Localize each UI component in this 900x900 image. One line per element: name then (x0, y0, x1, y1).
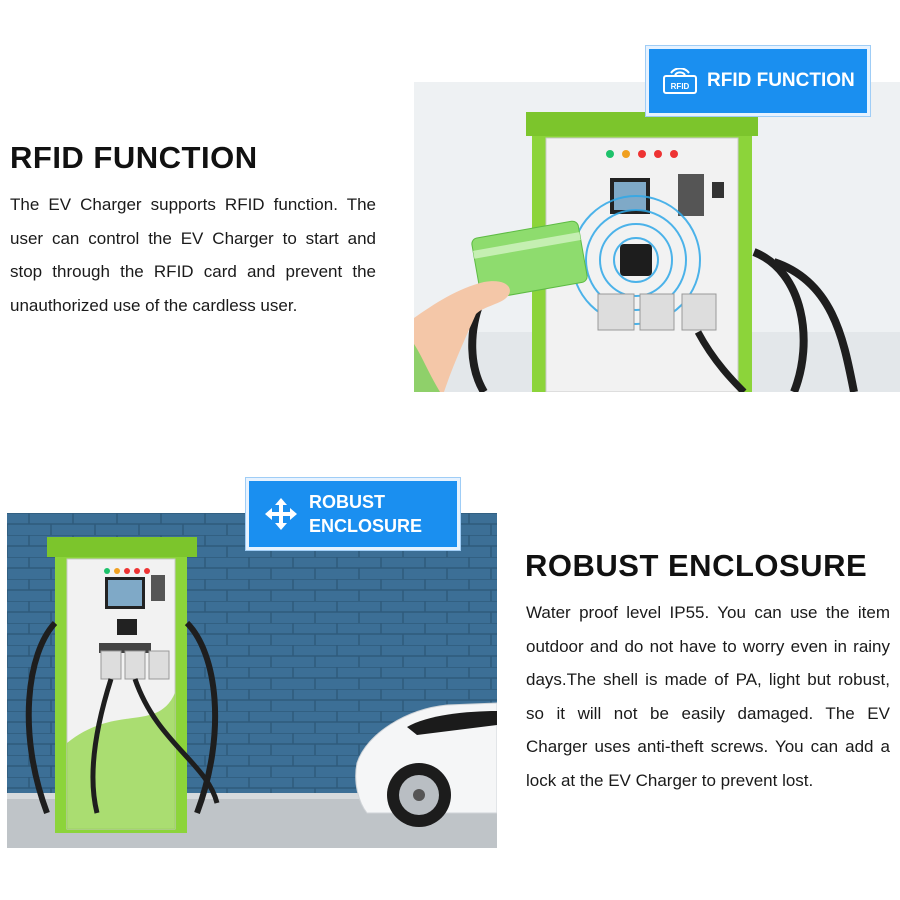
robust-badge-line1: ROBUST (309, 492, 385, 512)
robust-badge-label: ROBUST ENCLOSURE (309, 490, 422, 538)
robust-badge-line2: ENCLOSURE (309, 516, 423, 536)
rfid-function-badge: RFID RFID FUNCTION (646, 46, 870, 116)
four-way-arrows-icon (263, 496, 299, 532)
robust-description: Water proof level IP55. You can use the … (526, 603, 890, 790)
rfid-badge-label: RFID FUNCTION (707, 70, 855, 91)
svg-text:RFID: RFID (671, 82, 690, 91)
robust-enclosure-photo (7, 513, 497, 848)
rfid-charger-photo (414, 82, 900, 392)
rfid-description: The EV Charger supports RFID function. T… (10, 195, 376, 315)
rfid-heading: RFID FUNCTION (10, 140, 258, 175)
rfid-card-icon: RFID (663, 68, 697, 94)
robust-enclosure-badge: ROBUST ENCLOSURE (246, 478, 460, 550)
robust-heading: ROBUST ENCLOSURE (525, 548, 868, 583)
